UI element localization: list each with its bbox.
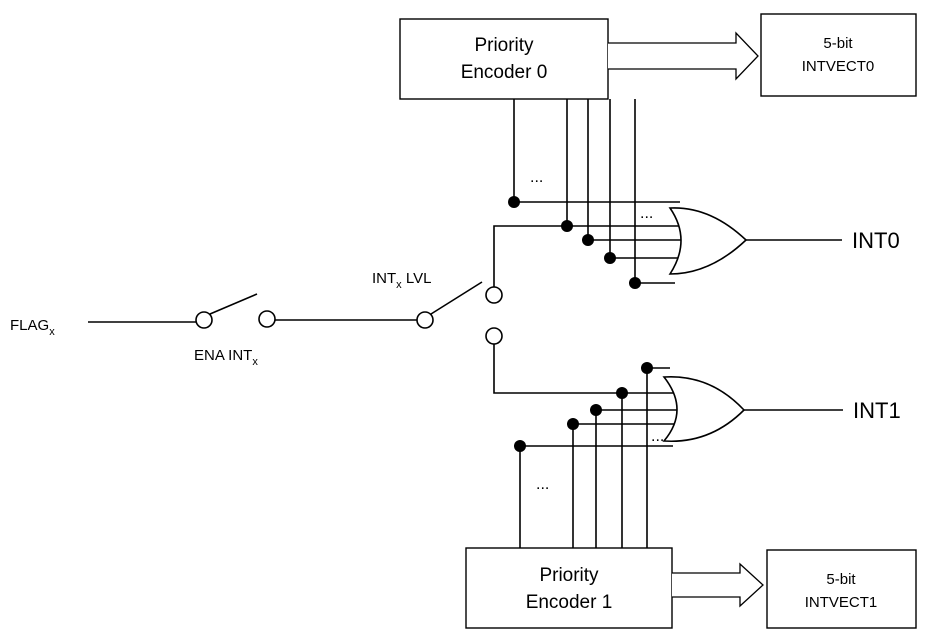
- priority-encoder-0-label-line1: Priority: [474, 35, 534, 56]
- ellipsis-encoder1-lines: ...: [536, 476, 549, 493]
- junction-dot: [604, 252, 616, 264]
- priority-encoder-0: Priority Encoder 0: [399, 18, 609, 100]
- lvl-switch-terminal-int0: [485, 286, 503, 304]
- junction-dot: [514, 440, 526, 452]
- intx-lvl-label: INTx LVL: [372, 270, 431, 291]
- junction-dot: [582, 234, 594, 246]
- priority-encoder-1-box: [465, 547, 673, 629]
- junction-dot: [629, 277, 641, 289]
- junction-dot: [590, 404, 602, 416]
- lvl-switch-terminal-int1: [485, 327, 503, 345]
- junction-dot: [616, 387, 628, 399]
- flag-label: FLAGx: [10, 317, 55, 338]
- intvect1-box: [766, 549, 917, 629]
- or-gate-0: [668, 207, 748, 275]
- ena-intx-switch: [195, 293, 276, 329]
- ena-intx-label: ENA INTx: [194, 347, 258, 368]
- priority-encoder-1: Priority Encoder 1: [465, 547, 673, 629]
- priority-encoder-1-label-line2: Encoder 1: [526, 592, 613, 613]
- ena-switch-blade: [209, 293, 258, 315]
- intvect1-block: 5-bit INTVECT1: [766, 549, 917, 629]
- ellipsis-encoder0-lines: ...: [530, 169, 543, 186]
- int1-label: INT1: [853, 398, 901, 423]
- intvect1-label-line2: INTVECT1: [805, 594, 878, 611]
- priority-encoder-0-box: [399, 18, 609, 100]
- priority-encoder-0-label-line2: Encoder 0: [461, 62, 548, 83]
- ena-switch-terminal-left: [195, 311, 213, 329]
- lvl-switch-common-terminal: [416, 311, 434, 329]
- intvect0-box: [760, 13, 917, 97]
- intx-lvl-switch: [416, 281, 503, 345]
- junction-dot: [508, 196, 520, 208]
- ellipsis-gate1-inputs: ...: [651, 428, 664, 445]
- intvect0-block: 5-bit INTVECT0: [760, 13, 917, 97]
- or-gate-1: [662, 375, 746, 443]
- or-gate-0-inputs: [508, 99, 686, 289]
- lvl-switch-blade: [430, 281, 483, 315]
- or-gate-1-inputs: [514, 362, 684, 548]
- ellipsis-gate0-inputs: ...: [640, 205, 653, 222]
- intvect0-label-line1: 5-bit: [823, 35, 853, 52]
- bus-arrow-encoder0: [608, 31, 759, 81]
- junction-dot: [641, 362, 653, 374]
- bus-arrow-encoder1: [672, 562, 764, 608]
- intvect0-label-line2: INTVECT0: [802, 58, 875, 75]
- junction-dot: [567, 418, 579, 430]
- priority-encoder-1-label-line1: Priority: [539, 565, 599, 586]
- intvect1-label-line1: 5-bit: [826, 571, 856, 588]
- route-to-or-gate-0: [493, 225, 567, 287]
- route-to-or-gate-1: [493, 344, 628, 394]
- ena-switch-terminal-right: [258, 310, 276, 328]
- int0-label: INT0: [852, 228, 900, 253]
